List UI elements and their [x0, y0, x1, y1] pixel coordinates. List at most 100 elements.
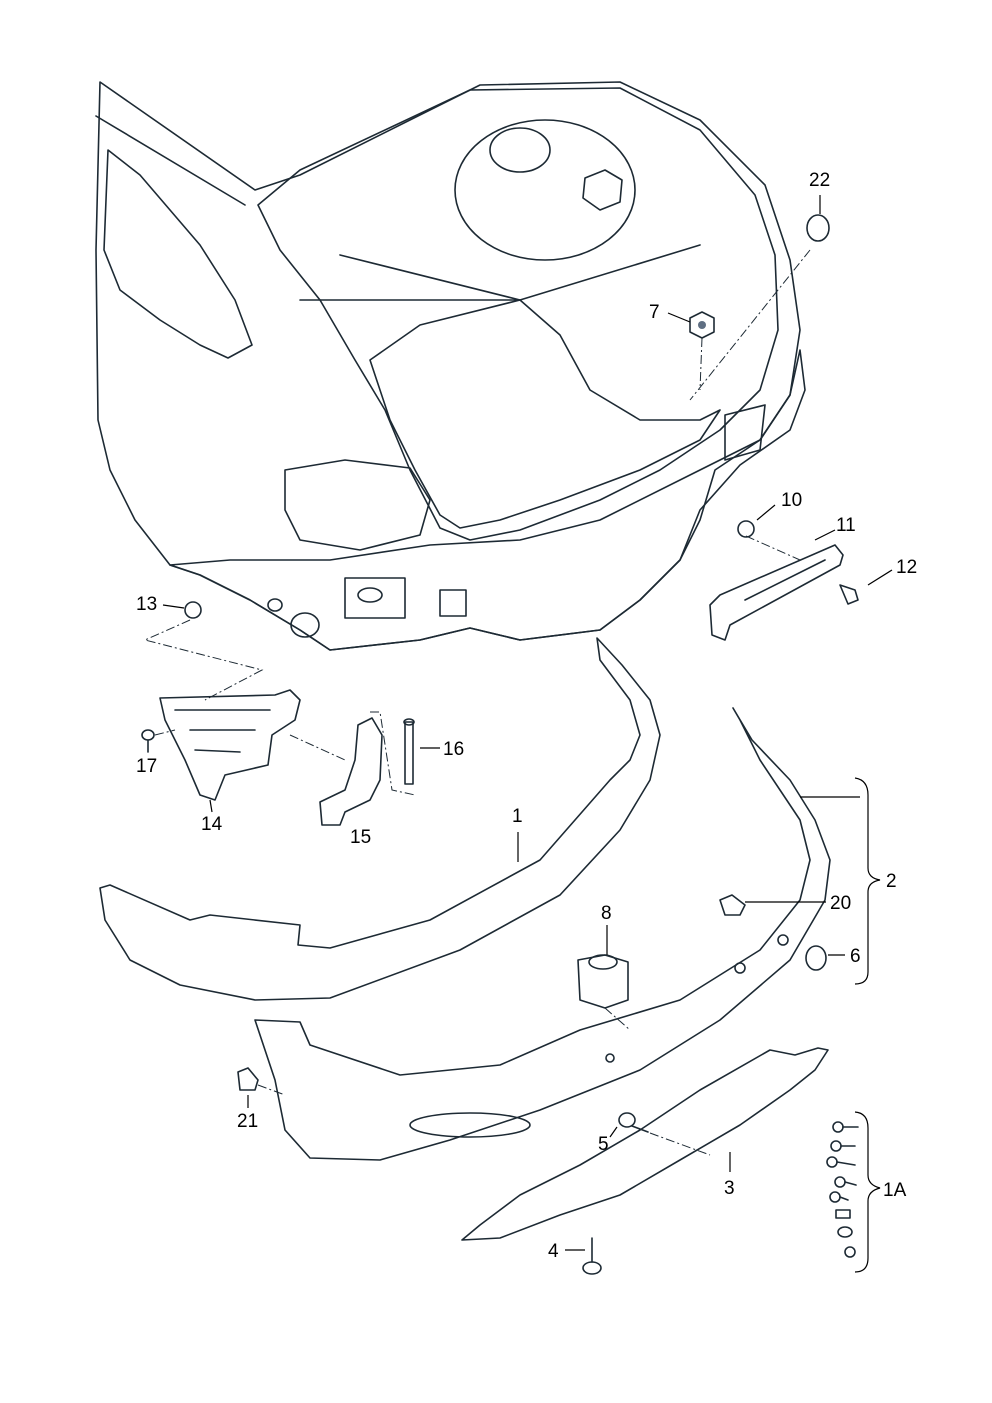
callout-12: 12: [896, 557, 917, 578]
part-4-screw: [565, 1237, 602, 1275]
kit-clip-8: [844, 1246, 856, 1258]
diffuser-shape: [461, 1047, 829, 1241]
bracket-14-shape: [159, 689, 301, 801]
callout-14: 14: [201, 814, 223, 835]
part-14-left-bracket: [159, 689, 301, 813]
sensor-holder-8-shape: [577, 954, 629, 1009]
part-13-nut: [143, 601, 264, 701]
part-2-bumper-cover: [254, 707, 881, 1161]
trunk-crossmember: [339, 244, 701, 301]
clip-21-shape: [237, 1067, 259, 1091]
park-sensor-hole-3: [605, 1053, 615, 1063]
dash-line-10: [745, 535, 801, 561]
park-sensor-hole-1: [777, 934, 789, 946]
bracket-11-shape: [709, 544, 844, 641]
leader-12: [867, 569, 893, 586]
car-body-rear: [95, 81, 806, 651]
part-10-clip: [737, 504, 801, 561]
nut-13-shape: [184, 601, 202, 619]
callout-13: 13: [136, 594, 157, 615]
dash-line-17: [154, 729, 176, 736]
part-17-screw: [141, 729, 176, 753]
kit-screw-2: [830, 1140, 856, 1152]
callout-1A: 1A: [883, 1180, 907, 1201]
screw-5-shank: [631, 1125, 649, 1133]
rear-panel-bolt: [267, 598, 283, 612]
callout-11: 11: [836, 515, 856, 536]
callout-17: 17: [136, 756, 157, 777]
tow-eye-mount: [290, 612, 320, 638]
kit-screw-1: [832, 1121, 859, 1133]
upper-trim-shape: [99, 637, 661, 1001]
guide-15-shape: [319, 717, 383, 826]
callout-15: 15: [350, 827, 371, 848]
kit-screw-4: [834, 1176, 857, 1188]
callout-4: 4: [548, 1241, 559, 1262]
callout-5: 5: [598, 1134, 609, 1155]
screw-4-head: [582, 1261, 602, 1275]
rear-panel-opening-right: [724, 404, 766, 461]
kit-clip-7: [837, 1226, 853, 1238]
callout-22: 22: [809, 170, 830, 191]
rear-panel-opening-left: [344, 577, 406, 619]
rear-side-window: [103, 149, 253, 359]
part-20-clip: [719, 894, 826, 916]
bracket-brace-1A: [854, 1111, 881, 1273]
reflector-recess: [409, 1112, 531, 1138]
car-body-shell: [95, 81, 801, 651]
roof-line: [95, 115, 246, 206]
dash-line-8: [604, 1007, 631, 1031]
callout-labels: 22 7 10 11 12 13 16 17 14 15 1 2 8 20 6 …: [136, 170, 917, 1262]
clip-10-shape: [737, 520, 755, 538]
rear-lamp-left: [284, 459, 431, 551]
spare-wheel-hub: [489, 127, 551, 173]
part-12-screw: [839, 569, 893, 605]
leader-7: [667, 312, 691, 323]
callout-20: 20: [830, 893, 851, 914]
part-15-guide: [289, 711, 416, 826]
trunk-opening: [257, 87, 779, 541]
rear-panel-hole: [357, 587, 383, 603]
leader-5: [609, 1126, 618, 1138]
grommet-22-shape: [806, 214, 830, 242]
kit-clip-6: [835, 1209, 851, 1219]
rear-panel: [169, 349, 806, 651]
pin-16-shape: [404, 721, 414, 785]
leader-13: [162, 604, 185, 609]
part-1A-fastener-kit: [826, 1111, 881, 1273]
part-5-screw: [609, 1112, 711, 1156]
pin-16-top: [403, 718, 415, 726]
kit-screw-3: [826, 1156, 856, 1168]
trunk-drain-hole: [582, 169, 623, 211]
bracket-14-ribs: [174, 709, 271, 753]
leader-11: [814, 529, 836, 541]
dash-line-13: [143, 619, 264, 701]
park-sensor-hole-2: [734, 962, 746, 974]
callout-3: 3: [724, 1178, 735, 1199]
callout-7: 7: [649, 302, 660, 323]
trunk-floor: [369, 299, 721, 529]
spare-wheel-well: [454, 119, 636, 261]
dash-line-22: [689, 249, 811, 401]
screw-17-head: [141, 729, 155, 741]
nut-7-hole: [698, 321, 706, 329]
bumper-cover-shape: [254, 707, 831, 1161]
callout-2: 2: [886, 871, 897, 892]
part-7-nut: [667, 311, 715, 391]
part-22-grommet: [689, 195, 830, 401]
dash-line-15: [289, 711, 416, 796]
bracket-11-rib: [744, 559, 826, 601]
dash-line-5: [649, 1132, 711, 1156]
callout-21: 21: [237, 1111, 258, 1132]
clip-20-shape: [719, 894, 746, 916]
rear-panel-opening-center: [439, 589, 467, 617]
kit-screw-5: [829, 1191, 849, 1203]
sensor-holder-8-top: [588, 954, 618, 970]
part-16-pin: [403, 718, 440, 785]
callout-1: 1: [512, 806, 523, 827]
part-21-clip: [237, 1067, 286, 1108]
part-8-sensor-holder: [577, 925, 631, 1031]
screw-5-head: [618, 1112, 636, 1128]
nut-7-shape: [689, 311, 715, 339]
